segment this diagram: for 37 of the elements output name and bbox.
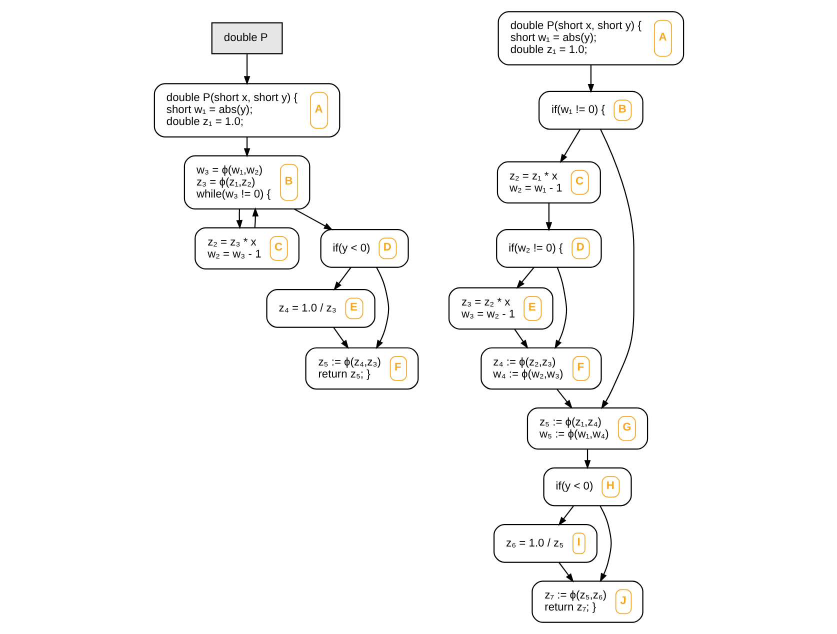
- arrow: [554, 267, 567, 350]
- node-box: z₄ := ϕ(z₂,z₃) w₄ := ϕ(w₂,w₃) F: [480, 347, 602, 390]
- arrow: [375, 267, 389, 350]
- arrow: [516, 267, 534, 289]
- node-box: z₃ = z₂ * x w₃ = w₂ - 1 E: [448, 287, 553, 330]
- node-box: z₄ = 1.0 / z₃ E: [266, 289, 375, 328]
- node-box: double P: [210, 22, 282, 54]
- node-box: z₇ := ϕ(z₅,z₆) return z₇; } J: [531, 580, 643, 623]
- arrow: [600, 129, 634, 410]
- arrow: [559, 129, 580, 164]
- arrow: [243, 136, 250, 158]
- arrow: [558, 562, 574, 582]
- arrow: [236, 208, 242, 230]
- node-box: if(y < 0) H: [542, 467, 632, 506]
- arrow: [332, 327, 348, 350]
- node-box: w₃ = ϕ(w₁,w₂) z₃ = ϕ(z₁,z₂) while(w₃ != 0) { B: [183, 155, 310, 210]
- arrow: [558, 506, 574, 526]
- node-box: double P(short x, short y) { short w₁ = abs(y); double z₁ = 1.0; A: [497, 11, 684, 66]
- arrow: [584, 449, 590, 470]
- arrow: [556, 388, 572, 409]
- node-box: if(w₁ != 0) { B: [538, 90, 643, 130]
- node-box: if(w₂ != 0) { D: [496, 228, 602, 268]
- node-box: z₂ = z₃ * x w₂ = w₃ - 1 C: [194, 227, 299, 270]
- node-box: z₂ = z₁ * x w₂ = w₁ - 1 C: [496, 161, 600, 204]
- node-box: z₅ := ϕ(z₄,z₃) return z₅; } F: [304, 347, 418, 390]
- arrow: [599, 506, 612, 582]
- node-box: if(y < 0) D: [320, 228, 408, 268]
- node-box: z₆ = 1.0 / z₅ I: [492, 524, 597, 563]
- arrow: [252, 207, 258, 228]
- node-box: z₅ := ϕ(z₁,z₄) w₅ := ϕ(w₁,w₄) G: [526, 407, 648, 450]
- arrow: [293, 208, 332, 230]
- arrow: [545, 203, 552, 232]
- arrow: [514, 328, 528, 349]
- arrow: [587, 64, 594, 94]
- node-box: double P(short x, short y) { short w₁ = abs(y); double z₁ = 1.0; A: [153, 83, 340, 138]
- arrow: [243, 54, 250, 86]
- arrow: [333, 267, 351, 291]
